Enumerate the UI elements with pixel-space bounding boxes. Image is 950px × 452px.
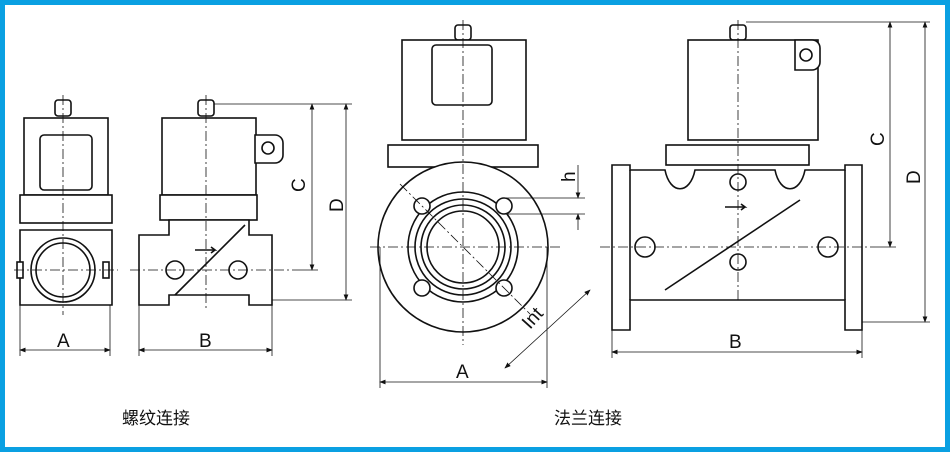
dim-C-label: C bbox=[289, 178, 310, 192]
connector bbox=[39, 134, 93, 191]
dim-C-label: C bbox=[868, 132, 889, 146]
threaded-valve-front-view: A bbox=[14, 95, 118, 356]
flanged-valve-side-view: B C D bbox=[600, 20, 930, 358]
flanged-connection-caption: 法兰连接 bbox=[554, 409, 622, 429]
flanged-valve-front-view: A h Int bbox=[370, 20, 591, 388]
dim-B-label: B bbox=[199, 331, 212, 352]
dim-h-label: h bbox=[559, 171, 580, 182]
dim-A-label: A bbox=[57, 331, 70, 352]
dim-D-label: D bbox=[904, 170, 925, 184]
threaded-valve-side-view: B C D bbox=[130, 95, 352, 356]
dim-B-label: B bbox=[729, 332, 742, 353]
threaded-connection-caption: 螺纹连接 bbox=[122, 409, 190, 429]
dim-A-label: A bbox=[456, 362, 469, 383]
dim-D-label: D bbox=[327, 198, 348, 212]
